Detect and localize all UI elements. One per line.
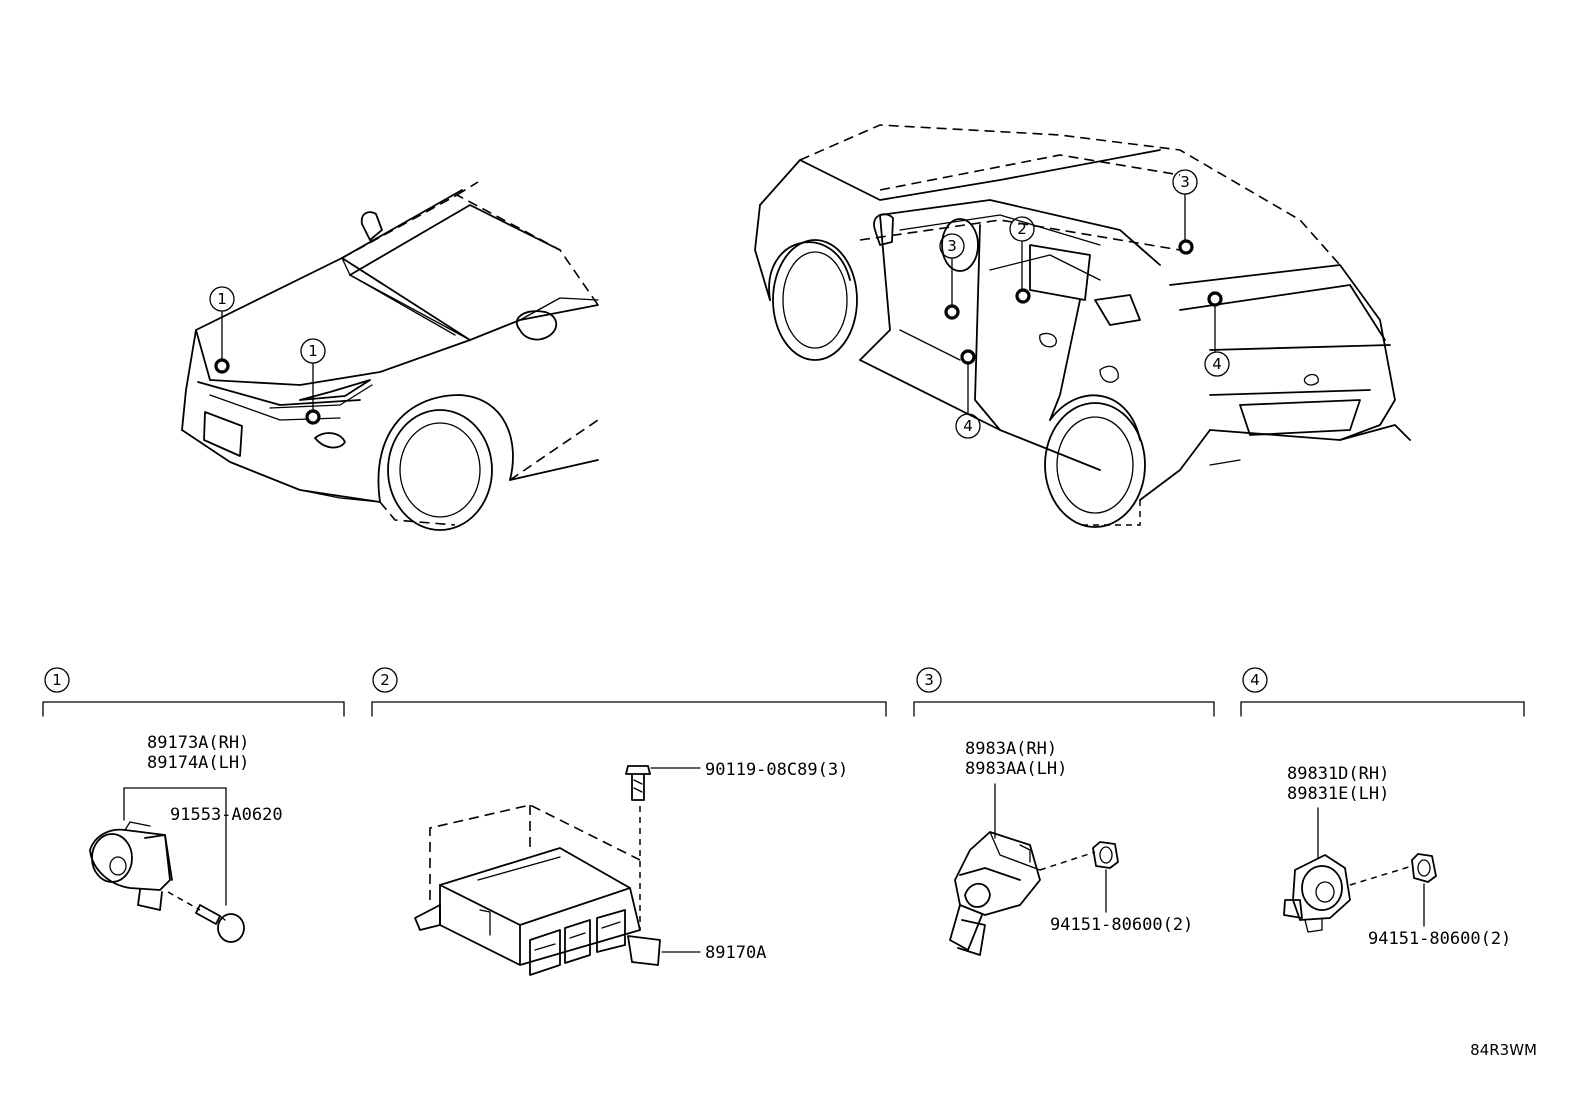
section-3: 3 8983A(RH) 8983AA(LH) 94151-80600(2): [913, 667, 1215, 956]
svg-text:3: 3: [1180, 173, 1190, 191]
rear-callout-4b: 4: [1204, 291, 1230, 377]
part-number-89174A-LH: 89174A(LH): [147, 753, 249, 773]
svg-text:4: 4: [1250, 671, 1260, 689]
nut-94151-drawing-s3: [1092, 841, 1119, 869]
bolt-90119-drawing: [625, 765, 651, 801]
section-4: 4 89831D(RH) 89831E(LH) 94151-80600(2): [1240, 667, 1525, 949]
svg-text:3: 3: [947, 237, 957, 255]
front-impact-sensor-drawing: [89, 821, 173, 911]
svg-text:1: 1: [217, 290, 227, 308]
part-number-94151-80600-s3: 94151-80600(2): [1050, 915, 1193, 935]
rear-callout-2: 2: [1009, 216, 1035, 304]
nut-94151-drawing-s4: [1411, 853, 1437, 883]
svg-text:4: 4: [963, 417, 973, 435]
part-number-94151-80600-s4: 94151-80600(2): [1368, 929, 1511, 949]
bolt-91553-drawing: [195, 904, 245, 943]
front-callout-1a: 1: [209, 286, 235, 374]
rear-side-sensor-drawing: [1283, 854, 1351, 933]
part-number-89173A-RH: 89173A(RH): [147, 733, 249, 753]
front-vehicle-illustration: [181, 181, 599, 531]
rear-callout-3b: 3: [939, 233, 965, 320]
svg-text:3: 3: [924, 671, 934, 689]
svg-text:2: 2: [380, 671, 390, 689]
rear-callout-3a: 3: [1172, 169, 1198, 255]
diagram-code: 84R3WM: [1470, 1041, 1537, 1059]
section-1: 1 89173A(RH) 89174A(LH) 91553-A0620: [42, 667, 345, 943]
side-airbag-sensor-drawing: [949, 831, 1041, 956]
part-number-90119-08C89: 90119-08C89(3): [705, 760, 848, 780]
svg-text:1: 1: [52, 671, 62, 689]
part-number-89170A: 89170A: [705, 943, 766, 963]
part-number-89831E-LH: 89831E(LH): [1287, 784, 1389, 804]
airbag-sensor-module-drawing: [414, 847, 661, 976]
front-callout-1b: 1: [300, 338, 326, 425]
section-2: 2 90119-08C89(3) 89170A: [371, 667, 887, 976]
svg-text:4: 4: [1212, 355, 1222, 373]
svg-text:2: 2: [1017, 220, 1027, 238]
part-number-89831D-RH: 89831D(RH): [1287, 764, 1389, 784]
rear-callout-4a: 4: [955, 349, 981, 439]
part-number-8983AA-LH: 8983AA(LH): [965, 759, 1067, 779]
rear-vehicle-illustration: [754, 124, 1411, 528]
part-number-8983A-RH: 8983A(RH): [965, 739, 1057, 759]
svg-text:1: 1: [308, 342, 318, 360]
